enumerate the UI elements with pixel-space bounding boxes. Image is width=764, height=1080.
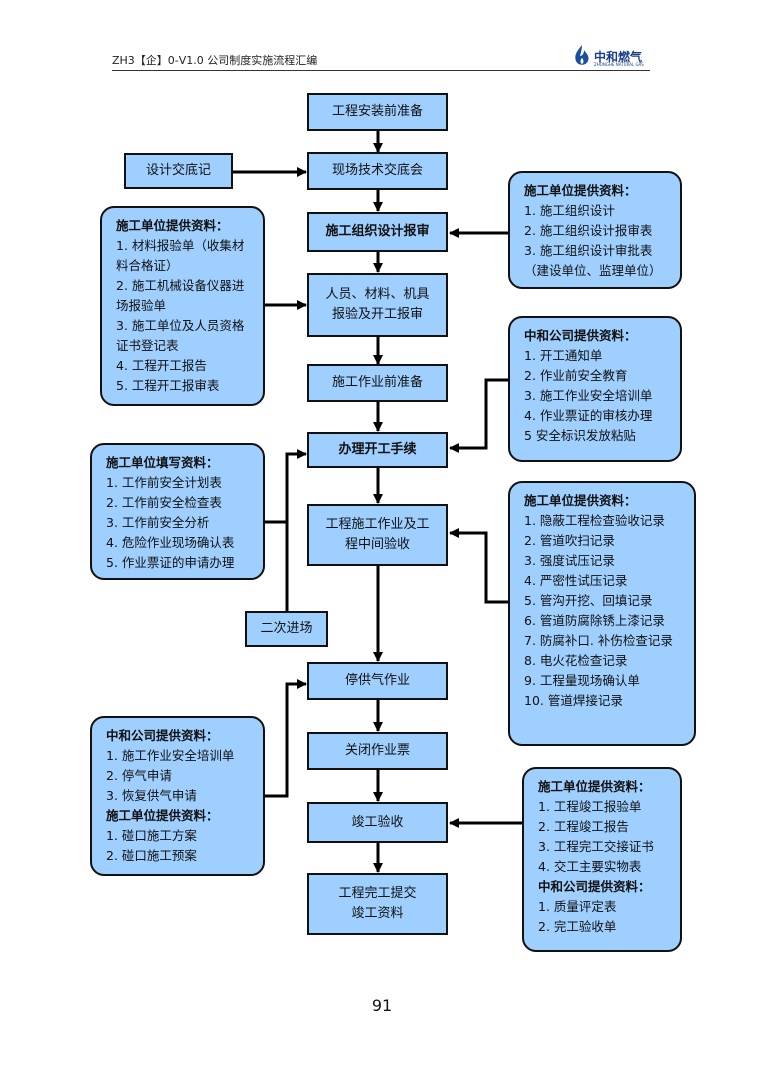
- step-close-permit: 关闭作业票: [307, 732, 448, 770]
- note-title: 中和公司提供资料：: [538, 879, 651, 894]
- materials-notes: 施工单位提供资料： 1. 材料报验单（收集材料合格证） 2. 施工机械设备仪器进…: [100, 206, 265, 406]
- note-item: 4. 交工主要实物表: [538, 859, 642, 874]
- second-entry: 二次进场: [245, 611, 328, 647]
- step-construction-acceptance: 工程施工作业及工程中间验收: [307, 504, 448, 566]
- note-title: 施工单位提供资料：: [524, 183, 637, 198]
- note-item: 3. 工作前安全分析: [106, 515, 210, 530]
- step-pre-install-prep: 工程安装前准备: [307, 93, 448, 131]
- step-tech-briefing: 现场技术交底会: [307, 152, 448, 190]
- note-item: 9. 工程量现场确认单: [524, 673, 640, 688]
- note-title: 施工单位提供资料：: [538, 779, 651, 794]
- note-title: 施工单位提供资料：: [116, 218, 229, 233]
- note-item: 1. 开工通知单: [524, 348, 603, 363]
- construction-notes: 施工单位提供资料： 1. 隐蔽工程检查验收记录 2. 管道吹扫记录 3. 强度试…: [508, 481, 696, 746]
- flame-icon: [575, 45, 589, 65]
- note-item: 5. 工程开工报审表: [116, 378, 220, 393]
- step-start-procedures: 办理开工手续: [307, 432, 448, 468]
- company-logo: 中和燃气 ZHONGHE NATURAL GAS: [572, 44, 652, 68]
- note-title: 施工单位提供资料：: [524, 493, 637, 508]
- note-item: 8. 电火花检查记录: [524, 653, 628, 668]
- step-org-design-review: 施工组织设计报审: [307, 212, 448, 252]
- page-number: 91: [371, 996, 393, 1015]
- note-item: 2. 施工机械设备仪器进场报验单: [116, 278, 245, 313]
- header-rule: [112, 70, 650, 71]
- note-item: 2. 停气申请: [106, 768, 172, 783]
- logo-subtext: ZHONGHE NATURAL GAS: [594, 62, 644, 67]
- note-item: 3. 强度试压记录: [524, 553, 615, 568]
- note-item: 5 安全标识发放粘贴: [524, 428, 636, 443]
- note-item: 2. 工程竣工报告: [538, 819, 629, 834]
- zhonghe-prep-notes: 中和公司提供资料： 1. 开工通知单 2. 作业前安全教育 3. 施工作业安全培…: [508, 316, 682, 462]
- document-title: ZH3【企】0-V1.0 公司制度实施流程汇编: [112, 54, 318, 67]
- note-item: 2. 工作前安全检查表: [106, 495, 222, 510]
- logo-text: 中和燃气: [594, 50, 643, 64]
- note-item: 4. 严密性试压记录: [524, 573, 628, 588]
- gas-stop-notes: 中和公司提供资料： 1. 施工作业安全培训单 2. 停气申请 3. 恢复供气申请…: [90, 716, 265, 876]
- note-item: 3. 施工组织设计审批表（建设单位、监理单位）: [524, 243, 662, 278]
- org-design-notes: 施工单位提供资料： 1. 施工组织设计 2. 施工组织设计报审表 3. 施工组织…: [508, 171, 682, 289]
- note-item: 4. 作业票证的审核办理: [524, 408, 653, 423]
- step-work-prep: 施工作业前准备: [307, 364, 448, 402]
- note-item: 6. 管道防腐除锈上漆记录: [524, 613, 665, 628]
- fill-in-notes: 施工单位填写资料： 1. 工作前安全计划表 2. 工作前安全检查表 3. 工作前…: [90, 443, 265, 580]
- note-item: 1. 碰口施工方案: [106, 828, 197, 843]
- note-title: 中和公司提供资料：: [106, 728, 219, 743]
- completion-notes: 施工单位提供资料： 1. 工程竣工报验单 2. 工程竣工报告 3. 工程完工交接…: [522, 767, 682, 952]
- step-completion-acceptance: 竣工验收: [307, 802, 448, 843]
- note-title: 施工单位填写资料：: [106, 455, 219, 470]
- note-item: 1. 工作前安全计划表: [106, 475, 222, 490]
- note-item: 3. 施工单位及人员资格证书登记表: [116, 318, 245, 353]
- note-item: 7. 防腐补口. 补伤检查记录: [524, 633, 673, 648]
- note-item: 1. 材料报验单（收集材料合格证）: [116, 238, 245, 273]
- note-item: 3. 施工作业安全培训单: [524, 388, 653, 403]
- note-item: 2. 施工组织设计报审表: [524, 223, 653, 238]
- note-item: 1. 工程竣工报验单: [538, 799, 642, 814]
- note-item: 5. 管沟开挖、回填记录: [524, 593, 653, 608]
- note-item: 2. 碰口施工预案: [106, 848, 197, 863]
- note-title: 中和公司提供资料：: [524, 328, 637, 343]
- note-item: 1. 施工组织设计: [524, 203, 615, 218]
- step-inspection-start-review: 人员、材料、机具报验及开工报审: [307, 273, 448, 337]
- note-item: 10. 管道焊接记录: [524, 693, 623, 708]
- step-submit-completion-docs: 工程完工提交竣工资料: [307, 873, 448, 935]
- design-briefing-record: 设计交底记: [124, 153, 233, 189]
- note-item: 4. 工程开工报告: [116, 358, 207, 373]
- note-item: 2. 作业前安全教育: [524, 368, 628, 383]
- note-item: 4. 危险作业现场确认表: [106, 535, 235, 550]
- step-gas-stop: 停供气作业: [307, 662, 448, 700]
- note-item: 5. 作业票证的申请办理: [106, 555, 235, 570]
- note-item: 1. 隐蔽工程检查验收记录: [524, 513, 665, 528]
- note-item: 1. 施工作业安全培训单: [106, 748, 235, 763]
- note-item: 2. 管道吹扫记录: [524, 533, 615, 548]
- note-item: 2. 完工验收单: [538, 919, 617, 934]
- note-item: 3. 工程完工交接证书: [538, 839, 654, 854]
- note-title: 施工单位提供资料：: [106, 808, 219, 823]
- note-item: 1. 质量评定表: [538, 899, 617, 914]
- note-item: 3. 恢复供气申请: [106, 788, 197, 803]
